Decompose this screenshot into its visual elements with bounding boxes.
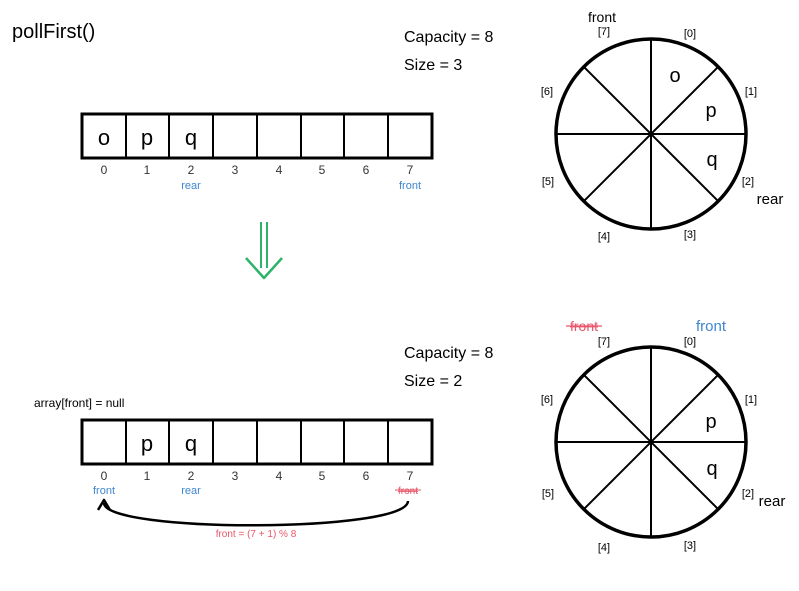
before-slot-label: [4] (598, 231, 610, 243)
before-slot-label: [2] (742, 176, 754, 188)
after-slot-label: [3] (684, 540, 696, 552)
before-capacity: Capacity = 8 (404, 29, 493, 46)
after-slot-label: [0] (684, 336, 696, 348)
before-cell-value: o (98, 125, 110, 150)
before-circular-buffer: o p q [0] [1] [2] [3] [4] [5] [6] [7] fr… (541, 9, 783, 243)
wrap-around-formula: front = (7 + 1) % 8 (216, 529, 297, 540)
after-circle-value: p (705, 411, 716, 433)
after-slot-label: [4] (598, 542, 610, 554)
before-index-label: 0 (101, 163, 108, 177)
after-slot-label: [6] (541, 394, 553, 406)
before-size: Size = 3 (404, 57, 462, 74)
before-slot-label: [3] (684, 229, 696, 241)
after-size: Size = 2 (404, 373, 462, 390)
after-index-label: 2 (188, 469, 195, 483)
after-index-label: 7 (407, 469, 414, 483)
transition-arrow (245, 222, 283, 280)
before-index-label: 7 (407, 163, 414, 177)
after-circle-new-front-label: front (696, 318, 727, 335)
after-circle-value: q (706, 458, 717, 480)
before-slot-label: [1] (745, 86, 757, 98)
before-circle-value: o (669, 65, 680, 87)
transition-arrow-head (245, 257, 283, 280)
after-old-front-label: front (398, 486, 418, 497)
before-index-label: 6 (363, 163, 370, 177)
before-index-label: 3 (232, 163, 239, 177)
before-circle-value: p (705, 100, 716, 122)
after-circle-spoke (583, 374, 719, 510)
after-null-note: array[front] = null (34, 396, 124, 410)
before-slot-label: [0] (684, 28, 696, 40)
before-slot-label: [5] (542, 176, 554, 188)
after-slot-label: [2] (742, 488, 754, 500)
after-index-label: 0 (101, 469, 108, 483)
after-circular-buffer: p q [0] [1] [2] [3] [4] [5] [6] [7] fron… (541, 318, 785, 554)
before-index-label: 5 (319, 163, 326, 177)
before-rear-label: rear (181, 180, 201, 192)
before-index-label: 1 (144, 163, 151, 177)
after-cell-value: p (141, 431, 153, 456)
wrap-around-arrowhead (96, 498, 112, 511)
before-array: o p q 0 1 2 3 4 5 6 7 rear front (80, 112, 434, 192)
after-index-label: 1 (144, 469, 151, 483)
after-cell-value: q (185, 431, 197, 456)
after-circle-rear-label: rear (759, 493, 786, 510)
before-slot-label: [7] (598, 26, 610, 38)
after-index-label: 6 (363, 469, 370, 483)
before-cell-value: q (185, 125, 197, 150)
before-index-label: 4 (276, 163, 283, 177)
after-index-label: 3 (232, 469, 239, 483)
wrap-around-arrow: front = (7 + 1) % 8 (96, 498, 410, 540)
page-title: pollFirst() (12, 21, 95, 43)
before-circle-value: q (706, 149, 717, 171)
after-rear-label: rear (181, 485, 201, 497)
after-slot-label: [1] (745, 394, 757, 406)
after-slot-label: [7] (598, 336, 610, 348)
wrap-around-curve (102, 500, 410, 527)
after-slot-label: [5] (542, 488, 554, 500)
before-slot-label: [6] (541, 86, 553, 98)
after-index-label: 5 (319, 469, 326, 483)
before-circle-front-label: front (588, 9, 616, 25)
before-index-label: 2 (188, 163, 195, 177)
after-front-label: front (93, 485, 115, 497)
before-cell-value: p (141, 125, 153, 150)
before-circle-spoke (583, 66, 719, 202)
after-index-label: 4 (276, 469, 283, 483)
after-capacity: Capacity = 8 (404, 345, 493, 362)
before-front-label: front (399, 180, 421, 192)
after-array: p q 0 1 2 3 4 5 6 7 front rear front (80, 418, 434, 497)
before-circle-rear-label: rear (757, 191, 784, 208)
